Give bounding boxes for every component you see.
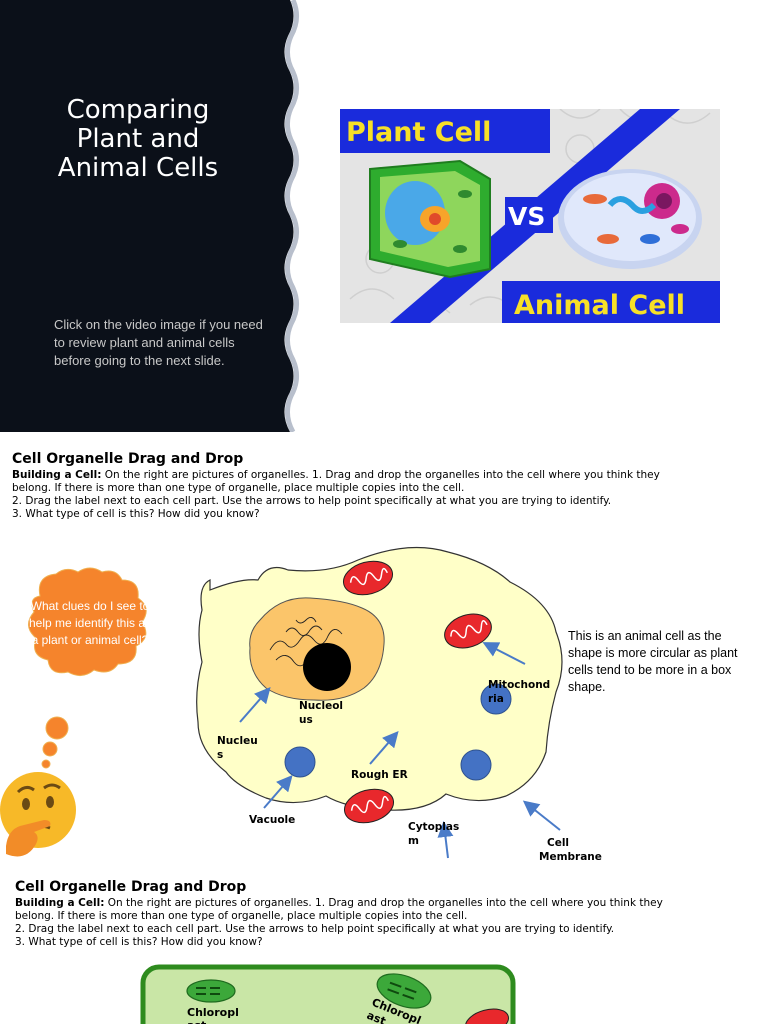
plant-cell-illustration	[369, 159, 491, 279]
slide2-heading: Cell Organelle Drag and Drop	[12, 451, 244, 467]
animal-cell-illustration	[558, 169, 702, 269]
title-line: Plant and	[76, 124, 200, 154]
animal-cell-diagram: Mitochond ria Nucleol us Nucleu s Rough …	[0, 546, 602, 863]
wavy-panel-background	[0, 0, 294, 432]
slide3-instructions: Building a Cell: On the right are pictur…	[15, 897, 663, 948]
plant-cell-diagram: Chloropl ast Chloropl ast	[140, 964, 516, 1024]
animal-cell-label: Animal Cell	[514, 290, 685, 321]
wavy-edge-stripe	[285, 0, 299, 432]
title-line: Animal Cells	[57, 153, 219, 183]
cell-membrane-label-cont[interactable]: Membrane	[539, 851, 602, 863]
cytoplasm-label[interactable]: Cytoplas	[408, 821, 459, 833]
bottom-label-box	[502, 281, 720, 323]
plant-cell-label: Plant Cell	[346, 117, 491, 148]
thought-bubble-text: What clues do I see to help me identify …	[28, 599, 152, 647]
dark-title-panel	[0, 0, 299, 432]
mitochondria-label-cont[interactable]: ria	[488, 693, 504, 705]
mitochondrion-partial	[465, 1008, 509, 1024]
cell-membrane-label[interactable]: Cell	[547, 837, 569, 849]
rough-er-label[interactable]: Rough ER	[351, 769, 408, 781]
vs-box	[505, 197, 553, 233]
instructions-lead: Building a Cell:	[12, 469, 102, 481]
vacuole-circle	[480, 683, 512, 715]
chloroplast-right	[376, 973, 432, 1009]
instructions-lead: Building a Cell:	[15, 897, 105, 909]
answer-text: This is an animal cell as the shape is m…	[568, 629, 738, 694]
video-instructions: Click on the video image if you need to …	[54, 317, 263, 368]
title-line: Comparing	[66, 95, 210, 125]
nucleolus-label-cont[interactable]: us	[299, 714, 313, 726]
nucleolus-shape	[303, 643, 351, 691]
chloroplast-left	[186, 979, 236, 1003]
title-slide: Comparing Plant and Animal Cells Click o…	[0, 0, 768, 432]
cytoplasm-label-cont[interactable]: m	[408, 835, 419, 847]
cell-wall-shape	[140, 964, 516, 1024]
slide3-heading: Cell Organelle Drag and Drop	[15, 879, 247, 895]
nucleolus-label[interactable]: Nucleol	[299, 700, 343, 712]
vacuole-circle	[460, 749, 492, 781]
thinking-face-icon	[0, 772, 76, 857]
chloroplast-label-cont[interactable]: ast	[187, 1019, 206, 1024]
top-label-box	[340, 109, 550, 153]
nucleus-label[interactable]: Nucleu	[217, 735, 258, 747]
vacuole-label[interactable]: Vacuole	[249, 814, 295, 826]
label-arrows	[239, 642, 561, 859]
chloroplast-label[interactable]: Chloropl	[187, 1006, 239, 1019]
vs-label: VS	[508, 202, 545, 231]
video-thumbnail[interactable]: Plant Cell Animal Cell VS	[340, 109, 720, 323]
nucleus-label-cont[interactable]: s	[217, 749, 223, 761]
slide-title: Comparing Plant and Animal Cells	[20, 96, 256, 183]
slide2-instructions: Building a Cell: On the right are pictur…	[12, 469, 660, 520]
chromatin	[269, 617, 343, 667]
thought-bubble	[28, 567, 147, 769]
mitochondria	[342, 560, 492, 824]
vacuole-circle	[284, 746, 316, 778]
mitochondria-label[interactable]: Mitochond	[488, 679, 550, 691]
